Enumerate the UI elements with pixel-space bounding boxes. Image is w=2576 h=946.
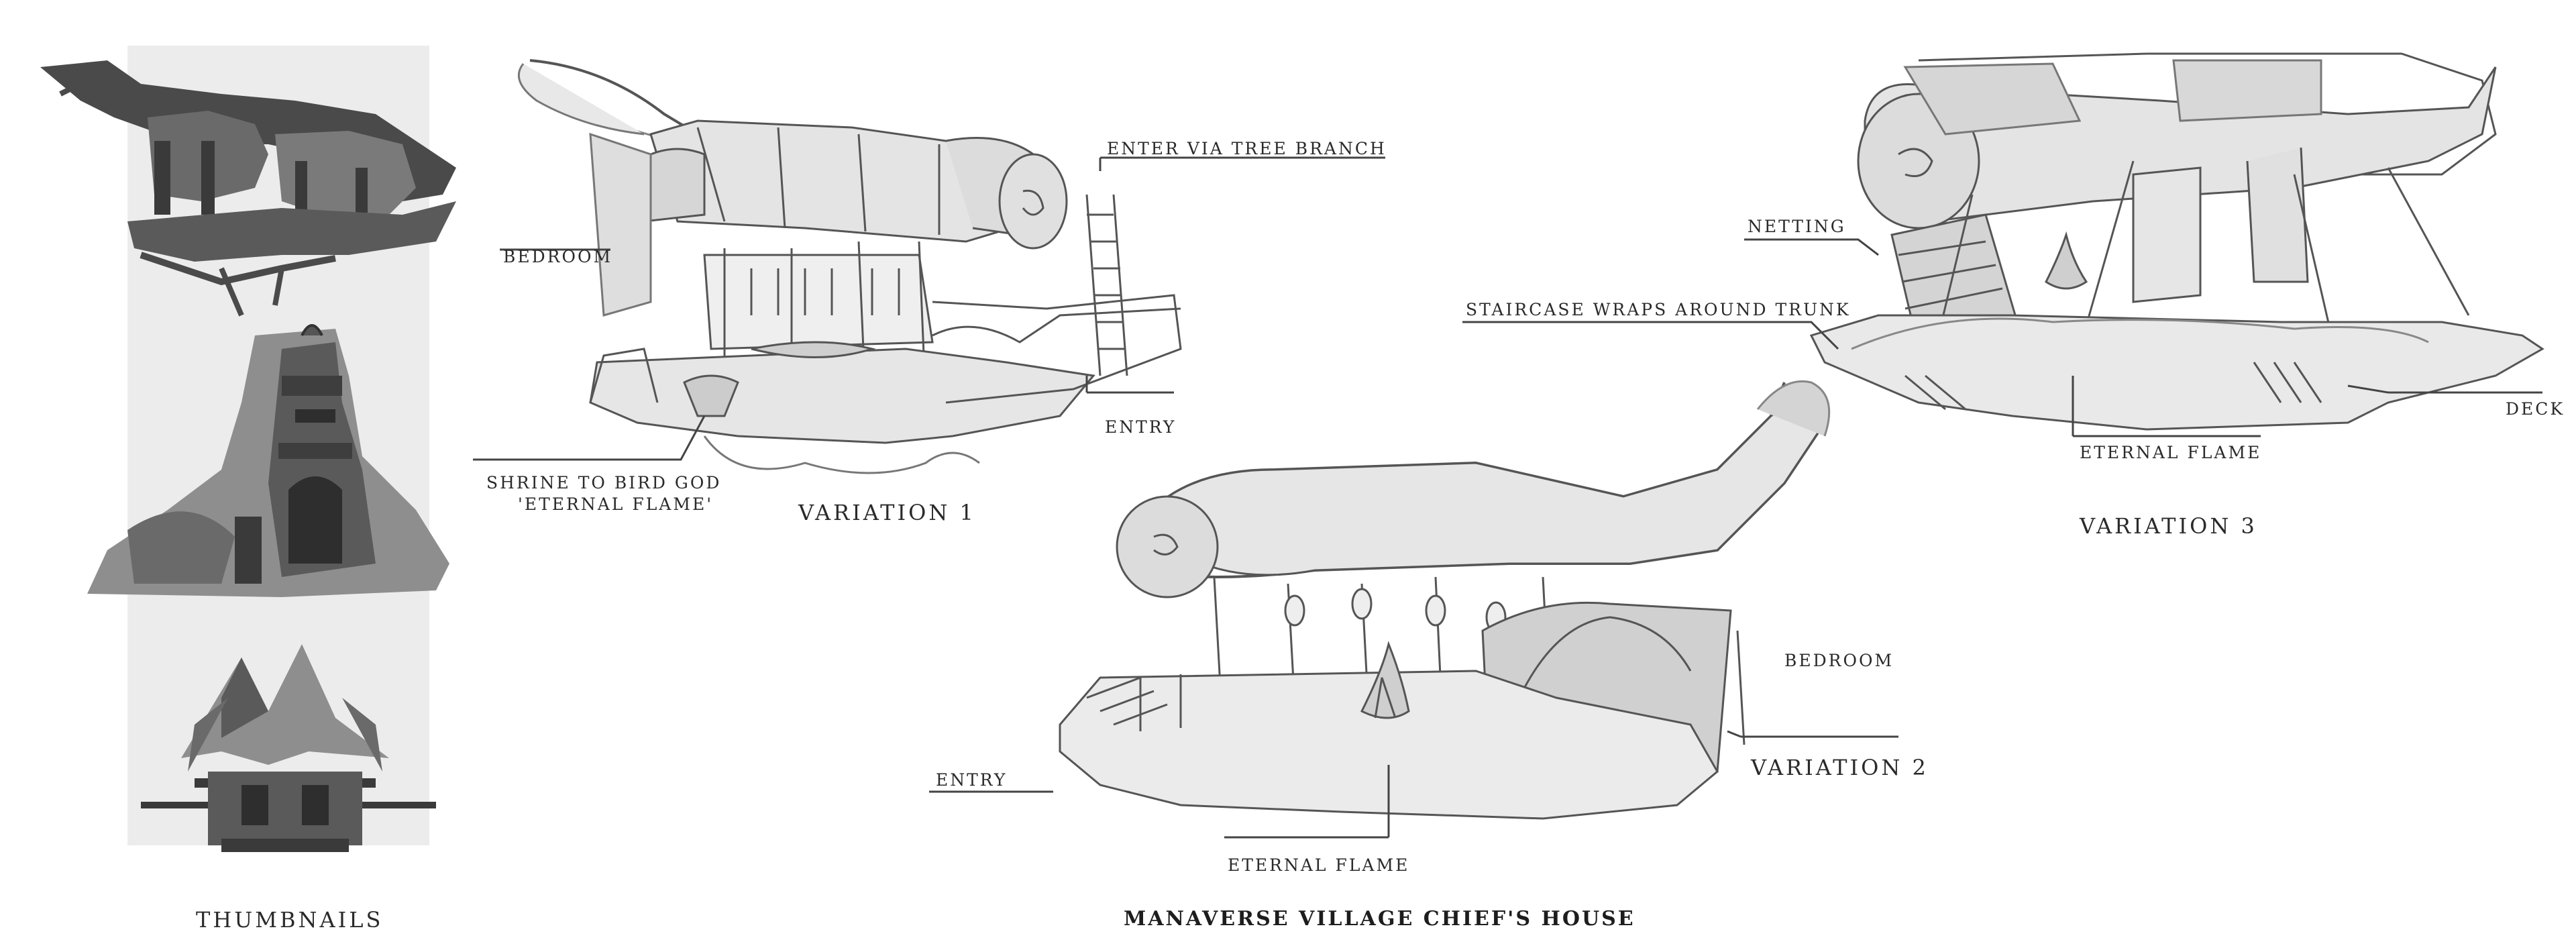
variation-2-sketch: [1059, 380, 1831, 820]
callout-v2-eternal-flame: ETERNAL FLAME: [1228, 855, 1410, 875]
thumbnails-column: [40, 46, 456, 852]
callout-v2-entry: ENTRY: [936, 770, 1008, 790]
callout-enter-via-branch: ENTER VIA TREE BRANCH: [1107, 139, 1387, 158]
callout-v3-eternal-flame: ETERNAL FLAME: [2080, 443, 2262, 462]
variation-2-label: VARIATION 2: [1751, 755, 1929, 780]
callout-staircase: STAIRCASE WRAPS AROUND TRUNK: [1466, 300, 1851, 319]
sheet-title: MANAVERSE VILLAGE CHIEF'S HOUSE: [1124, 907, 1635, 931]
callout-shrine-line1: SHRINE TO BIRD GOD: [486, 473, 722, 492]
variation-3-sketch: [1809, 52, 2544, 431]
variation-1-sketch: [517, 59, 1182, 474]
variation-3-label: VARIATION 3: [2080, 513, 2257, 539]
thumbnails-label: THUMBNAILS: [196, 907, 384, 933]
callout-deck: DECK: [2506, 399, 2565, 419]
callout-v1-entry: ENTRY: [1105, 417, 1177, 437]
thumbnail-3: [141, 644, 436, 852]
callout-v1-bedroom: BEDROOM: [503, 247, 613, 266]
callout-netting: NETTING: [1748, 217, 1846, 236]
callout-shrine-line2: 'ETERNAL FLAME': [518, 494, 714, 514]
thumbnail-2: [87, 324, 449, 597]
thumbnail-1: [40, 60, 456, 317]
callout-v2-bedroom: BEDROOM: [1784, 651, 1894, 670]
callout-leader-lines: [473, 156, 2542, 839]
variation-1-label: VARIATION 1: [798, 500, 976, 525]
